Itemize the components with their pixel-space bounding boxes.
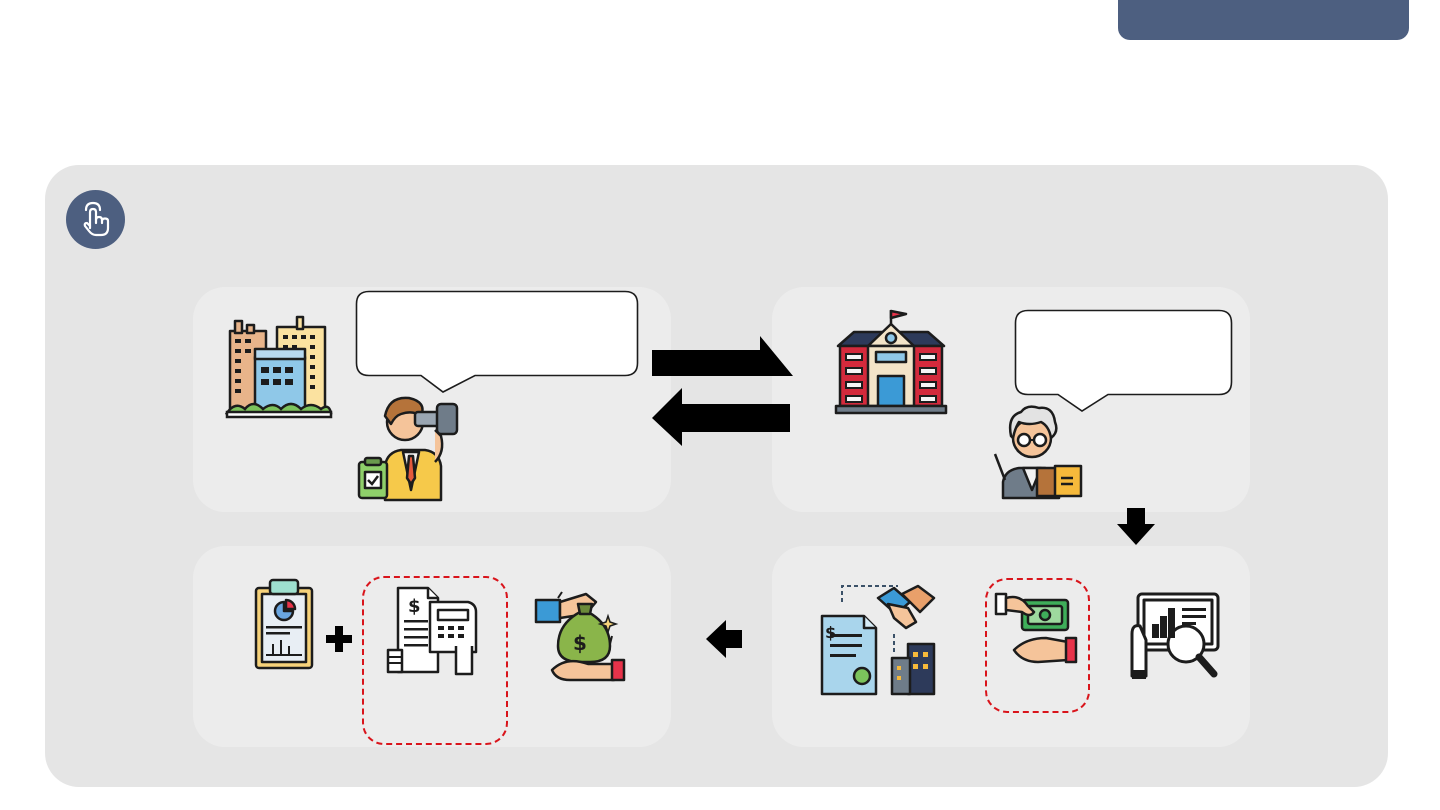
company-speech-bubble: [355, 290, 639, 394]
invoice-calculator-highlight: [362, 576, 508, 745]
company-speech-text: [371, 302, 621, 366]
exchange-arrows: [652, 336, 795, 446]
school-speech-text: [1030, 321, 1216, 385]
explorer-binoculars-icon: [355, 392, 467, 504]
city-buildings-icon: [225, 313, 335, 421]
cash-payment-highlight: [985, 578, 1090, 713]
arrow-left: [706, 620, 744, 658]
invoice-calculator-icon: $: [384, 582, 482, 680]
report-clipboard-icon: [252, 574, 316, 672]
money-bag-hand-icon: $: [532, 584, 628, 684]
header-tab: [1118, 0, 1409, 40]
plus-sign: [325, 624, 353, 654]
svg-text:$: $: [573, 631, 587, 655]
cash-payment-icon: [994, 590, 1078, 668]
svg-text:$: $: [825, 623, 836, 642]
svg-text:$: $: [408, 596, 421, 617]
teacher-icon: [993, 402, 1091, 500]
contract-handshake-icon: $: [816, 582, 944, 698]
touch-hand-icon[interactable]: [66, 190, 125, 249]
arrow-down: [1115, 508, 1157, 546]
analytics-magnifier-icon: [1128, 590, 1224, 682]
school-speech-bubble: [1014, 309, 1234, 413]
school-building-icon: [834, 308, 948, 416]
